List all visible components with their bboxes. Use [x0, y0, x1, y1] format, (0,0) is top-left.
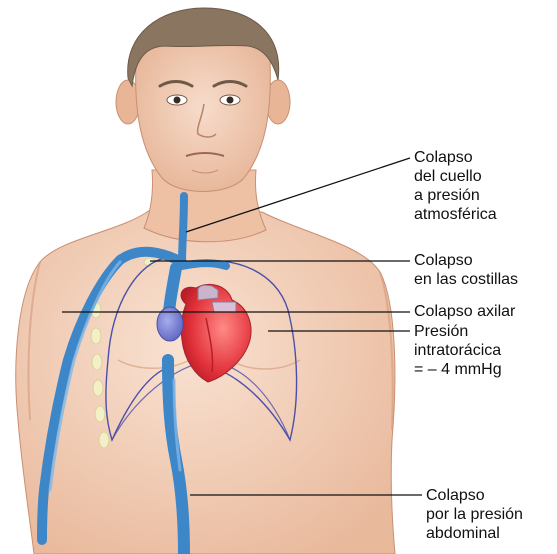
label-neck-line4: atmosférica [414, 205, 497, 224]
label-ribs-collapse: Colapso en las costillas [414, 251, 518, 289]
aorta [212, 302, 236, 312]
label-axillary-collapse: Colapso axilar [414, 302, 515, 321]
label-neck-line1: Colapso [414, 148, 497, 167]
label-axillary-line1: Colapso axilar [414, 302, 515, 321]
face [136, 38, 271, 192]
label-abdominal-line1: Colapso [426, 486, 523, 505]
label-neck-line2: del cuello [414, 167, 497, 186]
label-neck-line3: a presión [414, 186, 497, 205]
label-intrathoracic-pressure: Presión intratorácica = – 4 mmHg [414, 322, 502, 379]
left-brachiocephalic-vein [182, 263, 226, 266]
label-abdominal-collapse: Colapso por la presión abdominal [426, 486, 523, 543]
label-intrathoracic-line3: = – 4 mmHg [414, 360, 502, 379]
label-neck-collapse: Colapso del cuello a presión atmosférica [414, 148, 497, 224]
label-ribs-line2: en las costillas [414, 270, 518, 289]
jugular-vein [182, 196, 184, 262]
label-intrathoracic-line2: intratorácica [414, 341, 502, 360]
label-abdominal-line2: por la presión [426, 505, 523, 524]
left-pupil [174, 97, 181, 104]
pulmonary-artery [198, 285, 218, 300]
label-intrathoracic-line1: Presión [414, 322, 502, 341]
label-abdominal-line3: abdominal [426, 524, 523, 543]
right-pupil [227, 97, 234, 104]
label-ribs-line1: Colapso [414, 251, 518, 270]
